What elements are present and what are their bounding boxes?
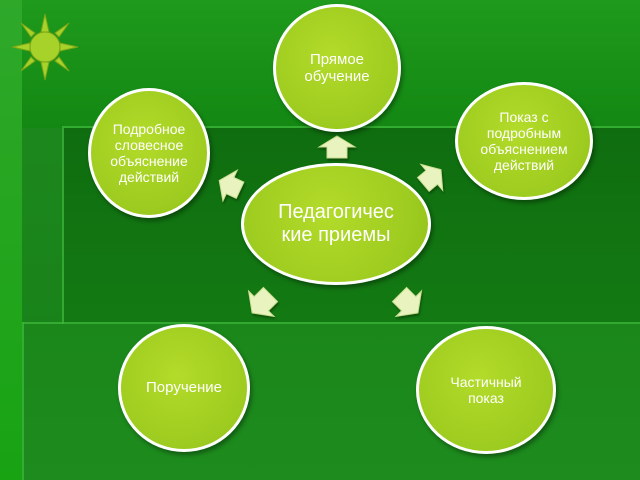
node-top: Прямое обучение (273, 4, 401, 132)
node-top-left-label: Подробное словесное объяснение действий (110, 120, 188, 186)
background-left-strip (0, 0, 22, 480)
arrow-to-bottom-left (247, 286, 279, 318)
node-center: Педагогичес кие приемы (241, 163, 431, 285)
background-line (22, 322, 24, 480)
node-top-right: Показ с подробным объяснением действий (455, 82, 593, 200)
node-bottom-left-label: Поручение (146, 379, 222, 397)
node-center-label: Педагогичес кие приемы (278, 201, 394, 246)
background-line (62, 128, 64, 324)
sun-icon (11, 13, 79, 81)
node-top-left: Подробное словесное объяснение действий (88, 88, 210, 218)
node-top-label: Прямое обучение (304, 50, 370, 85)
arrow-to-top (317, 135, 357, 159)
arrow-to-top-left (218, 168, 245, 203)
node-top-right-label: Показ с подробным объяснением действий (480, 108, 568, 174)
node-bottom-right-label: Частичный показ (450, 373, 522, 406)
node-bottom-left: Поручение (118, 324, 250, 452)
arrow-to-bottom-right (391, 286, 423, 318)
background-line (22, 322, 640, 324)
node-bottom-right: Частичный показ (416, 326, 556, 454)
arrow-to-top-right (416, 163, 444, 193)
